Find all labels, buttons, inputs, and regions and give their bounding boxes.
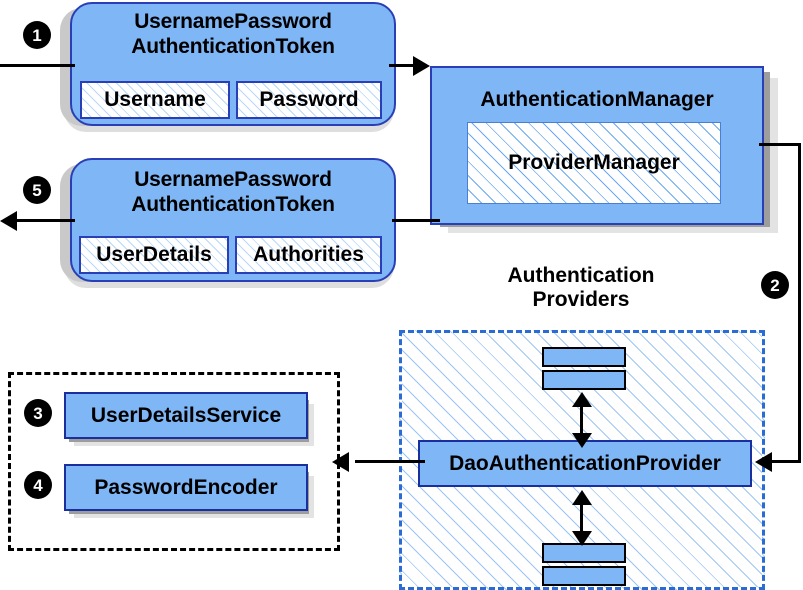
outgoing-response-arrowhead	[0, 211, 17, 231]
userdetailsservice-box[interactable]: UserDetailsService	[64, 392, 308, 439]
response-token-outgoing-line	[17, 219, 75, 222]
field-authorities[interactable]: Authorities	[235, 236, 382, 274]
step-bullet-1: 1	[24, 22, 50, 48]
step-bullet-3: 3	[25, 400, 51, 426]
provider-inbound-arrowhead	[755, 452, 772, 472]
step-bullet-2: 2	[762, 272, 788, 298]
request-token-title-line1: UsernamePassword	[134, 10, 332, 33]
provider-link-top-line	[580, 396, 583, 442]
provider-link-top-arrow-up	[572, 392, 592, 407]
provider-bar-top-2[interactable]	[542, 370, 626, 390]
provider-link-top-arrow-down	[572, 433, 592, 448]
provider-to-services-line	[355, 460, 425, 463]
response-token-title-line2: AuthenticationToken	[131, 193, 335, 216]
response-token-title-line1: UsernamePassword	[134, 168, 332, 191]
provider-inbound-line	[770, 460, 801, 463]
step-bullet-5: 5	[24, 177, 50, 203]
provider-manager-panel[interactable]: ProviderManager	[467, 122, 721, 204]
provider-bar-bottom-2[interactable]	[542, 566, 626, 586]
field-password[interactable]: Password	[236, 81, 382, 119]
field-userdetails[interactable]: UserDetails	[79, 236, 229, 274]
providers-caption-line2: Providers	[532, 288, 630, 311]
provider-bar-top-1[interactable]	[542, 347, 626, 367]
manager-right-stub-line	[759, 143, 801, 146]
token-to-manager-line	[389, 64, 425, 67]
providers-caption-line1: Authentication	[507, 264, 655, 287]
manager-to-provider-vertical-line	[798, 143, 801, 463]
request-token-title-line2: AuthenticationToken	[131, 35, 335, 58]
field-username[interactable]: Username	[80, 81, 230, 119]
provider-link-bottom-line	[580, 494, 583, 540]
provider-bar-bottom-1[interactable]	[542, 543, 626, 563]
provider-link-bottom-arrow-down	[572, 531, 592, 546]
token-to-manager-arrowhead	[413, 56, 430, 76]
manager-to-response-token-line	[392, 219, 440, 222]
incoming-request-line	[0, 64, 75, 67]
provider-to-services-arrowhead	[332, 452, 349, 472]
provider-link-bottom-arrow-up	[572, 490, 592, 505]
authentication-manager-title: AuthenticationManager	[480, 88, 714, 111]
step-bullet-4: 4	[25, 472, 51, 498]
passwordencoder-box[interactable]: PasswordEncoder	[64, 464, 308, 511]
